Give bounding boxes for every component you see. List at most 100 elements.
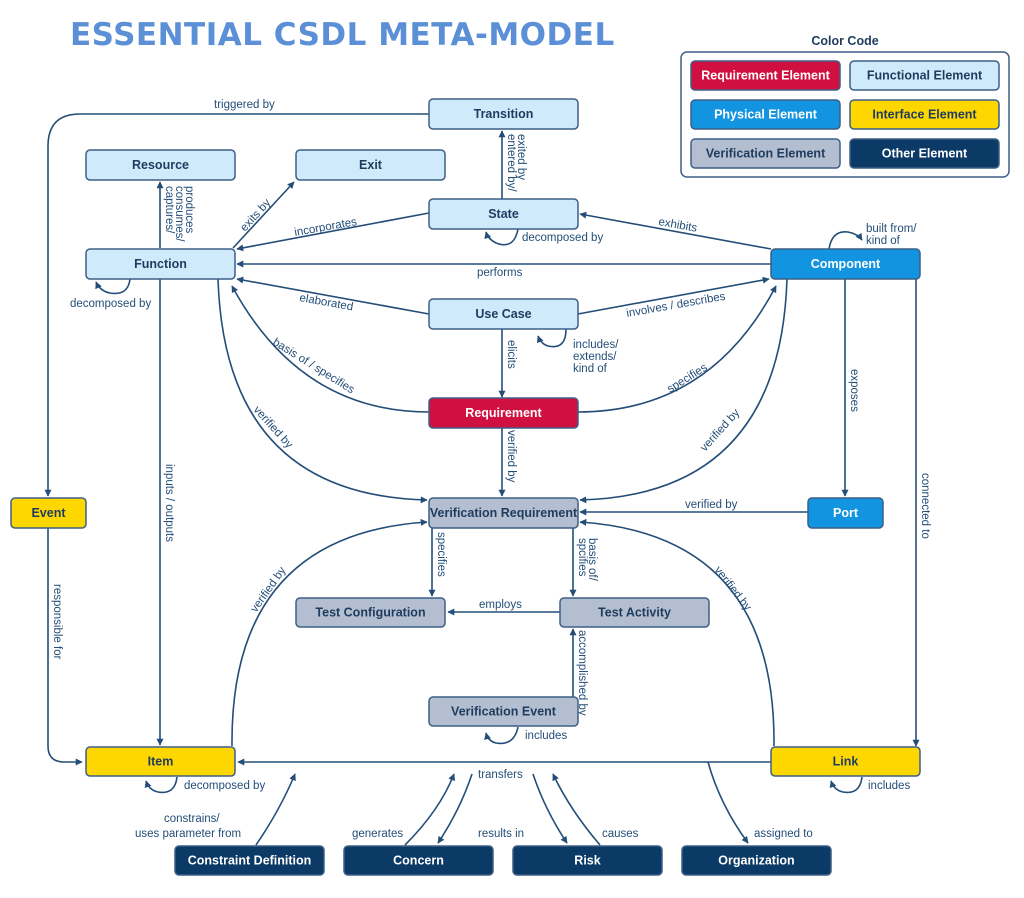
- node-state[interactable]: State: [428, 198, 579, 230]
- svg-text:Organization: Organization: [718, 854, 794, 868]
- edge-generates: [404, 773, 455, 846]
- node-verification-event[interactable]: Verification Event: [428, 696, 579, 727]
- node-concern[interactable]: Concern: [343, 845, 494, 876]
- svg-text:Verification Requirement: Verification Requirement: [430, 506, 578, 520]
- edge-label-incorporates: incorporates: [293, 216, 358, 239]
- legend-item-verification: Verification Element: [690, 138, 841, 169]
- edge-label-function-verified-by: verified by: [251, 404, 295, 451]
- edge-link-verified-by: [579, 518, 775, 747]
- edge-label-function-decomposed-by: decomposed by: [70, 298, 151, 310]
- edge-exits-by: [232, 181, 295, 249]
- node-function[interactable]: Function: [85, 248, 236, 280]
- svg-text:Link: Link: [833, 755, 859, 769]
- edge-incorporates: [236, 212, 430, 252]
- legend-item-functional: Functional Element: [849, 60, 1000, 91]
- svg-text:Requirement: Requirement: [465, 406, 542, 420]
- svg-text:Other Element: Other Element: [882, 147, 968, 161]
- legend-item-interface: Interface Element: [849, 99, 1000, 130]
- node-resource[interactable]: Resource: [85, 149, 236, 181]
- edge-label-captures: captures/consumes/produces: [163, 186, 195, 242]
- edge-label-connected-to: connected to: [919, 473, 931, 539]
- node-component[interactable]: Component: [770, 248, 921, 280]
- edge-usecase-includes: [536, 328, 567, 348]
- legend-title: Color Code: [811, 34, 878, 48]
- edge-responsible-for: [47, 528, 83, 766]
- node-item[interactable]: Item: [85, 746, 236, 777]
- edge-component-verified-by: [579, 278, 788, 504]
- edge-label-built-from: built from/kind of: [866, 223, 917, 247]
- edge-label-usecase-includes: includes/extends/kind of: [573, 339, 619, 375]
- edge-label-assigned-to: assigned to: [754, 828, 813, 840]
- edge-label-ve-includes: includes: [525, 730, 567, 742]
- svg-text:Verification Element: Verification Element: [706, 147, 826, 161]
- svg-text:Transition: Transition: [474, 107, 534, 121]
- edge-req-specifies-component: [577, 285, 777, 413]
- svg-text:Functional Element: Functional Element: [867, 69, 983, 83]
- svg-text:Event: Event: [31, 506, 66, 520]
- edge-label-responsible-for: responsible for: [51, 584, 63, 660]
- edge-involves-describes: [577, 276, 770, 315]
- svg-text:Requirement Element: Requirement Element: [701, 69, 830, 83]
- node-use-case[interactable]: Use Case: [428, 298, 579, 330]
- edge-causes: [552, 773, 601, 846]
- edge-label-basis-of-specifies: basis of / specifies: [270, 336, 356, 396]
- edge-label-triggered-by: triggered by: [214, 99, 275, 111]
- svg-text:Risk: Risk: [574, 854, 600, 868]
- svg-text:Item: Item: [148, 755, 174, 769]
- edge-label-entered-exited-by: entered by/exited by: [505, 134, 527, 192]
- svg-text:Port: Port: [833, 506, 859, 520]
- svg-text:Constraint Definition: Constraint Definition: [188, 854, 312, 868]
- node-link[interactable]: Link: [770, 746, 921, 777]
- node-test-configuration[interactable]: Test Configuration: [295, 597, 446, 628]
- svg-text:Test Configuration: Test Configuration: [315, 606, 425, 620]
- edge-label-constrains: constrains/uses parameter from: [135, 813, 241, 840]
- edge-label-vr-specifies: specifies: [435, 532, 447, 577]
- edge-label-elicits: elicits: [505, 340, 517, 369]
- edge-exhibits: [579, 211, 772, 250]
- edge-label-results-in: results in: [478, 828, 524, 840]
- edge-label-causes: causes: [602, 828, 639, 840]
- edge-label-item-decomposed-by: decomposed by: [184, 780, 265, 792]
- node-verification-requirement[interactable]: Verification Requirement: [428, 497, 579, 529]
- edge-label-performs: performs: [477, 267, 523, 279]
- legend-item-requirement: Requirement Element: [690, 60, 841, 91]
- node-event[interactable]: Event: [10, 497, 87, 529]
- edge-label-employs: employs: [479, 599, 522, 611]
- edge-function-decomposed-by: [95, 278, 131, 295]
- edge-label-exposes: exposes: [848, 369, 860, 412]
- edge-item-verified-by: [231, 518, 428, 747]
- edge-label-involves-describes: involves / describes: [625, 291, 726, 320]
- edge-label-state-decomposed-by: decomposed by: [522, 232, 603, 244]
- edge-results-in: [437, 773, 473, 844]
- svg-text:Concern: Concern: [393, 854, 444, 868]
- node-exit[interactable]: Exit: [295, 149, 446, 181]
- edge-link-includes: [829, 776, 863, 794]
- svg-text:Exit: Exit: [359, 158, 383, 172]
- edge-label-req-specifies: specifies: [665, 362, 710, 396]
- edge-to-risk: [532, 773, 568, 844]
- node-organization[interactable]: Organization: [681, 845, 832, 876]
- edge-function-verified-by: [217, 278, 428, 504]
- svg-text:Function: Function: [134, 257, 187, 271]
- node-constraint-definition[interactable]: Constraint Definition: [174, 845, 325, 876]
- legend-item-physical: Physical Element: [690, 99, 841, 130]
- diagram-title: ESSENTIAL CSDL META-MODEL: [70, 17, 615, 53]
- node-test-activity[interactable]: Test Activity: [559, 597, 710, 628]
- legend-item-other: Other Element: [849, 138, 1000, 169]
- svg-text:Verification Event: Verification Event: [451, 705, 557, 719]
- edge-label-inputs-outputs: inputs / outputs: [163, 464, 175, 542]
- node-port[interactable]: Port: [807, 497, 884, 529]
- node-transition[interactable]: Transition: [428, 98, 579, 130]
- edge-elaborated: [236, 276, 430, 315]
- node-risk[interactable]: Risk: [512, 845, 663, 876]
- svg-text:Component: Component: [811, 257, 881, 271]
- edge-ve-includes: [484, 726, 519, 745]
- svg-text:Physical Element: Physical Element: [714, 108, 818, 122]
- edge-assigned-to: [707, 761, 749, 844]
- edge-label-transfers: transfers: [478, 769, 523, 781]
- edge-basis-of-specifies: [231, 285, 430, 413]
- nodes: Transition Resource Exit State Function …: [10, 98, 921, 876]
- edge-label-vr-basis-of: basis of/spcifies: [576, 538, 598, 582]
- node-requirement[interactable]: Requirement: [428, 397, 579, 429]
